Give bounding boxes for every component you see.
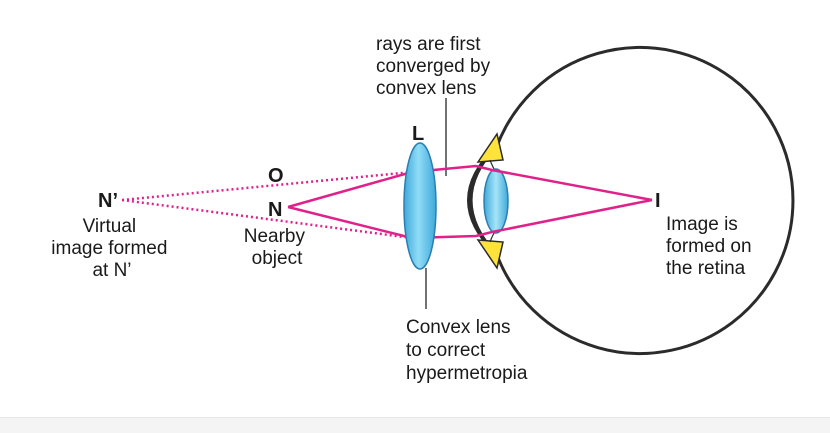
virtual-image-line-3: at N’: [92, 260, 131, 281]
lens-caption-line-2: to correct: [406, 340, 486, 361]
top-annotation: rays are first converged by convex lens: [376, 34, 495, 99]
lens-label-l: L: [412, 123, 424, 145]
object-ray-top: [287, 170, 413, 209]
footer-strip: [0, 417, 830, 433]
nearby-object-caption: Nearby object: [244, 226, 311, 269]
retina-image-line-2: formed on: [666, 236, 752, 257]
virtual-image-line-1: Virtual: [83, 216, 137, 237]
point-label-n: N: [268, 199, 282, 221]
retina-image-caption: Image is formed on the retina: [666, 214, 757, 279]
point-label-n-prime: N’: [98, 190, 118, 212]
top-annotation-line-2: converged by: [376, 56, 491, 77]
lens-caption-line-1: Convex lens: [406, 317, 511, 338]
virtual-image-caption: Virtual image formed at N’: [51, 216, 172, 281]
hypermetropia-diagram: rays are first converged by convex lens …: [51, 34, 795, 384]
nearby-object-line-2: object: [252, 248, 303, 269]
top-annotation-line-1: rays are first: [376, 34, 481, 55]
top-annotation-line-3: convex lens: [376, 78, 476, 99]
eyeball-outline: [469, 46, 795, 355]
nearby-object-line-1: Nearby: [244, 226, 306, 247]
retina-image-line-3: the retina: [666, 258, 746, 279]
virtual-image-line-2: image formed: [51, 238, 167, 259]
lens-caption-line-3: hypermetropia: [406, 363, 528, 384]
point-label-i: I: [655, 190, 661, 212]
point-label-o: O: [268, 165, 284, 187]
lens-caption: Convex lens to correct hypermetropia: [406, 317, 528, 384]
virtual-ray-bottom: [121, 198, 413, 240]
convex-lens: [403, 142, 437, 270]
refracted-ray-top: [411, 164, 653, 202]
refracted-ray-bottom: [411, 198, 653, 240]
virtual-ray-top: [121, 170, 413, 202]
eye-lens: [483, 168, 509, 234]
object-ray-bottom: [287, 205, 413, 240]
retina-image-line-1: Image is: [666, 214, 738, 235]
